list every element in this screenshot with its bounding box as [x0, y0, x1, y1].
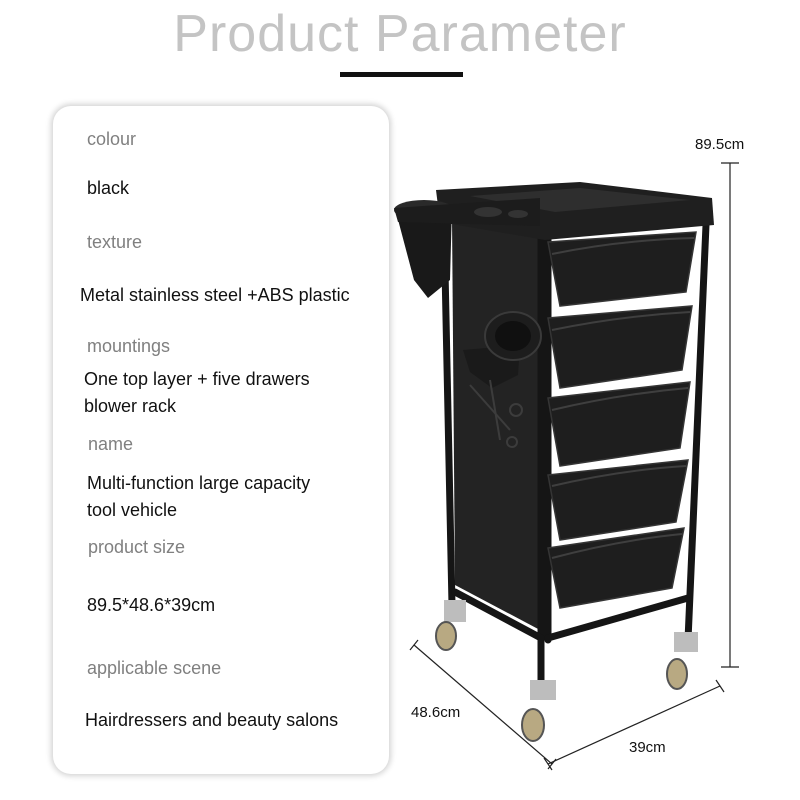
- dryer-holder-top: [394, 198, 540, 298]
- mountings-label: mountings: [87, 336, 171, 356]
- product-size-value: 89.5*48.6*39cm: [87, 595, 216, 615]
- colour-label: colour: [87, 129, 137, 149]
- mountings-value-line2: blower rack: [84, 396, 177, 416]
- cart-wheels: [435, 600, 698, 742]
- wheel-front-right: [666, 632, 698, 690]
- blower-rack-holder: [463, 311, 542, 388]
- cart-drawers: [547, 231, 697, 609]
- parameter-card: [53, 106, 389, 774]
- scissors-icon: [469, 379, 523, 448]
- width-dimension-label: 39cm: [629, 739, 666, 756]
- width-dimension-line: [543, 679, 725, 771]
- height-dimension-label: 89.5cm: [695, 136, 745, 153]
- product-size-label: product size: [88, 537, 186, 557]
- texture-label: texture: [87, 232, 143, 252]
- name-value-line1: Multi-function large capacity: [87, 473, 311, 493]
- cart-side-panel: [452, 218, 540, 630]
- drawer-5: [547, 527, 685, 609]
- mountings-value-line1: One top layer + five drawers: [84, 369, 310, 389]
- wheel-front-left: [521, 680, 556, 742]
- applicable-scene-value: Hairdressers and beauty salons: [85, 710, 339, 730]
- name-value-line2: tool vehicle: [87, 500, 178, 520]
- cart-frame: [440, 218, 710, 689]
- drawer-handles: [551, 237, 695, 559]
- page-title: Product Parameter: [173, 5, 627, 63]
- texture-value: Metal stainless steel +ABS plastic: [80, 285, 350, 305]
- drawer-2: [547, 305, 693, 389]
- wheel-back-left: [435, 600, 466, 651]
- drawer-1: [547, 231, 697, 307]
- drawer-3: [547, 381, 691, 467]
- depth-dimension-label: 48.6cm: [411, 704, 461, 721]
- applicable-scene-label: applicable scene: [87, 658, 222, 678]
- name-label: name: [88, 434, 134, 454]
- drawer-4: [547, 459, 689, 541]
- height-dimension-line: [721, 162, 739, 668]
- colour-value: black: [87, 178, 130, 198]
- title-underline: [340, 72, 463, 77]
